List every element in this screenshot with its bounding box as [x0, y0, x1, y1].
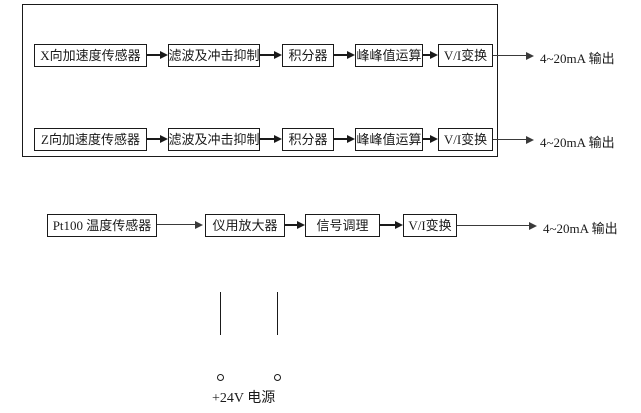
- arrow-icon: [380, 221, 403, 229]
- block-peak-to-peak-2: 峰峰值运算: [355, 128, 423, 151]
- arrow-icon: [457, 221, 537, 230]
- block-peak-to-peak-1: 峰峰值运算: [355, 44, 423, 67]
- output-label-temp: 4~20mA 输出: [543, 221, 618, 236]
- arrow-icon: [260, 135, 282, 143]
- output-label-x: 4~20mA 输出: [540, 51, 615, 66]
- block-pt100-sensor: Pt100 温度传感器: [47, 214, 157, 237]
- arrow-icon: [334, 135, 355, 143]
- arrow-icon: [493, 51, 534, 60]
- block-integrator-2: 积分器: [282, 128, 334, 151]
- power-lead-line: [277, 292, 278, 335]
- block-vi-convert-2: V/I变换: [438, 128, 493, 151]
- acceleration-chains-frame: [22, 4, 498, 157]
- power-lead-line: [220, 292, 221, 335]
- arrow-icon: [147, 51, 168, 59]
- block-filter-shock-1: 滤波及冲击抑制: [168, 44, 260, 67]
- block-integrator-1: 积分器: [282, 44, 334, 67]
- block-vi-convert-1: V/I变换: [438, 44, 493, 67]
- block-signal-cond: 信号调理: [305, 214, 380, 237]
- arrow-icon: [147, 135, 168, 143]
- power-terminal-icon: [217, 374, 224, 381]
- block-vi-convert-3: V/I变换: [403, 214, 457, 237]
- arrow-icon: [334, 51, 355, 59]
- arrow-icon: [285, 221, 305, 229]
- arrow-icon: [260, 51, 282, 59]
- arrow-icon: [423, 51, 438, 59]
- power-supply-label: +24V 电源: [212, 391, 276, 406]
- block-instr-amplifier: 仪用放大器: [205, 214, 285, 237]
- block-z-accel-sensor: Z向加速度传感器: [34, 128, 147, 151]
- arrow-icon: [493, 135, 534, 144]
- block-filter-shock-2: 滤波及冲击抑制: [168, 128, 260, 151]
- output-label-z: 4~20mA 输出: [540, 135, 615, 150]
- power-terminal-icon: [274, 374, 281, 381]
- arrow-icon: [423, 135, 438, 143]
- block-x-accel-sensor: X向加速度传感器: [34, 44, 147, 67]
- arrow-icon: [157, 220, 203, 229]
